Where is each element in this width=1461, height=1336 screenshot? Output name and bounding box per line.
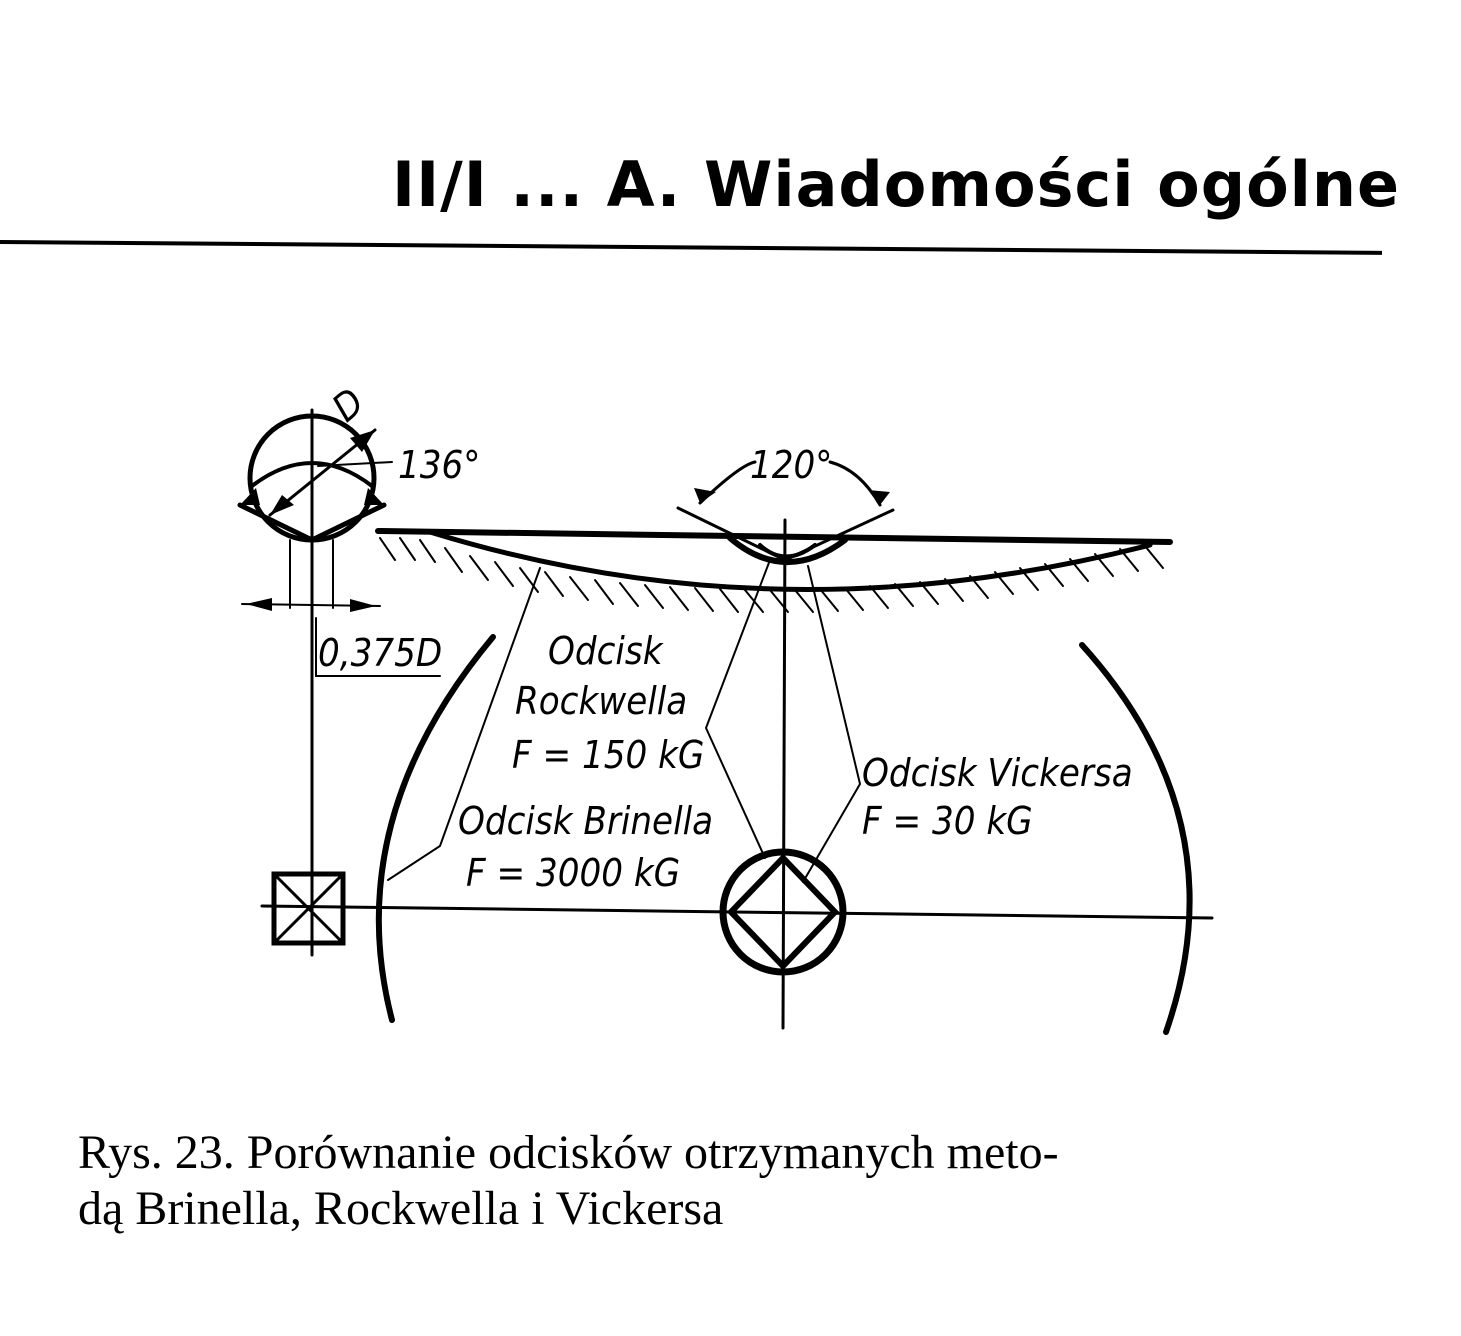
label-rockwell-2: Rockwella: [515, 679, 687, 723]
vickers-diamond: [726, 853, 840, 971]
label-diameter: D: [324, 380, 372, 431]
page-header-title: II/I ... A. Wiadomości ogólne: [392, 148, 1401, 221]
brinell-ball-arc-left: [375, 634, 496, 1023]
caption-line-2: dą Brinella, Rockwella i Vickersa: [78, 1182, 724, 1235]
surface-hatching: [379, 537, 1164, 613]
label-vickers-1: Odcisk Vickersa: [862, 751, 1133, 795]
label-angle-120: 120°: [750, 443, 832, 487]
caption-line-1: Rys. 23. Porównanie odcisków otrzymanych…: [78, 1126, 1059, 1179]
label-brinell-1: Odcisk Brinella: [458, 799, 713, 843]
brinell-leader: [387, 567, 541, 881]
specimen-surface: [375, 528, 1173, 545]
rockwell-axis: [781, 518, 787, 1030]
label-angle-136: 136°: [398, 443, 480, 487]
label-vickers-2: F = 30 kG: [862, 799, 1033, 843]
figure-caption: Rys. 23. Porównanie odcisków otrzymanych…: [78, 1125, 1398, 1237]
label-brinell-2: F = 3000 kG: [466, 851, 680, 895]
label-offset: 0,375D: [318, 631, 442, 675]
offset-leader: [315, 617, 441, 677]
brinell-ball-arc-right: [1079, 642, 1193, 1035]
label-rockwell-1: Odcisk: [548, 629, 664, 673]
label-rockwell-3: F = 150 kG: [512, 733, 704, 777]
rockwell-leader: [704, 559, 771, 859]
base-axis: [260, 904, 1214, 920]
rockwell-plan-circle: [719, 848, 847, 976]
vickers-square-view: [271, 871, 346, 946]
vickers-leader: [802, 565, 862, 883]
